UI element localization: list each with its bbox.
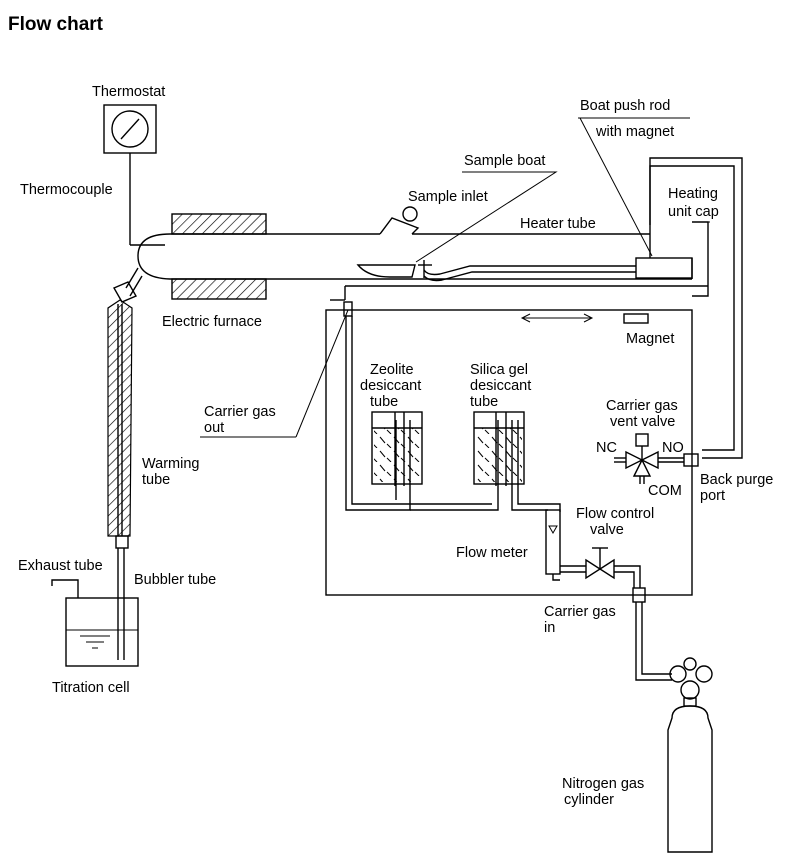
label-nitrogen-gas: Nitrogen gas	[562, 776, 644, 792]
titration-cell	[65, 597, 139, 667]
label-thermocouple: Thermocouple	[20, 182, 113, 198]
label-out: out	[204, 420, 224, 436]
label-in: in	[544, 620, 555, 636]
label-flow-meter: Flow meter	[456, 545, 528, 561]
carrier-gas-out-connector	[343, 301, 353, 317]
label-unit-cap: unit cap	[668, 204, 719, 220]
boat-push-rod	[423, 257, 693, 282]
magnet	[623, 313, 649, 324]
label-zeolite: Zeolite	[370, 362, 414, 378]
flow-meter	[545, 509, 561, 581]
main-unit-box	[325, 309, 693, 596]
label-titration-cell: Titration cell	[52, 680, 130, 696]
label-nc: NC	[596, 440, 617, 456]
sample-inlet	[379, 206, 420, 235]
movement-arrow	[520, 313, 594, 323]
label-flow-control: Flow control	[576, 506, 654, 522]
label-valve: valve	[590, 522, 624, 538]
silica-gel-desiccant-tube	[473, 411, 525, 486]
exhaust-tube	[51, 579, 79, 598]
carrier-gas-vent-valve	[614, 433, 699, 484]
heater-tube	[137, 233, 708, 301]
label-vent-valve: vent valve	[610, 414, 675, 430]
leader-lines	[200, 117, 710, 438]
label-no: NO	[662, 440, 684, 456]
label-heating: Heating	[668, 186, 718, 202]
sample-boat	[356, 260, 432, 278]
label-cylinder: cylinder	[564, 792, 614, 808]
thermostat	[103, 104, 165, 246]
label-back-purge: Back purge	[700, 472, 773, 488]
warming-tube	[107, 267, 143, 549]
label-bubbler-tube: Bubbler tube	[134, 572, 216, 588]
back-purge-port	[683, 453, 699, 467]
label-heater-tube: Heater tube	[520, 216, 596, 232]
zeolite-desiccant-tube	[371, 411, 423, 486]
nitrogen-gas-cylinder	[667, 657, 713, 853]
label-zeolite-desiccant: desiccant	[360, 378, 421, 394]
carrier-gas-in-line	[632, 587, 672, 681]
label-sample-boat: Sample boat	[464, 153, 545, 169]
label-com: COM	[648, 483, 682, 499]
electric-furnace	[171, 213, 267, 300]
label-boat-push-rod: Boat push rod	[580, 98, 670, 114]
label-silica-desiccant: desiccant	[470, 378, 531, 394]
label-carrier-gas-vent: Carrier gas	[606, 398, 678, 414]
label-port: port	[700, 488, 725, 504]
label-warming-tube: tube	[142, 472, 170, 488]
label-zeolite-tube: tube	[370, 394, 398, 410]
label-carrier-gas-out: Carrier gas	[204, 404, 276, 420]
label-warming: Warming	[142, 456, 199, 472]
label-silica-tube: tube	[470, 394, 498, 410]
flow-control-valve	[560, 547, 641, 588]
label-with-magnet: with magnet	[595, 124, 674, 140]
gas-piping	[345, 316, 561, 512]
label-thermostat: Thermostat	[92, 84, 165, 100]
label-magnet: Magnet	[626, 331, 674, 347]
label-sample-inlet: Sample inlet	[408, 189, 488, 205]
label-silica-gel: Silica gel	[470, 362, 528, 378]
bubbler-tube	[117, 548, 125, 660]
label-electric-furnace: Electric furnace	[162, 314, 262, 330]
page-title: Flow chart	[8, 14, 104, 35]
label-carrier-gas-in: Carrier gas	[544, 604, 616, 620]
label-exhaust-tube: Exhaust tube	[18, 558, 103, 574]
